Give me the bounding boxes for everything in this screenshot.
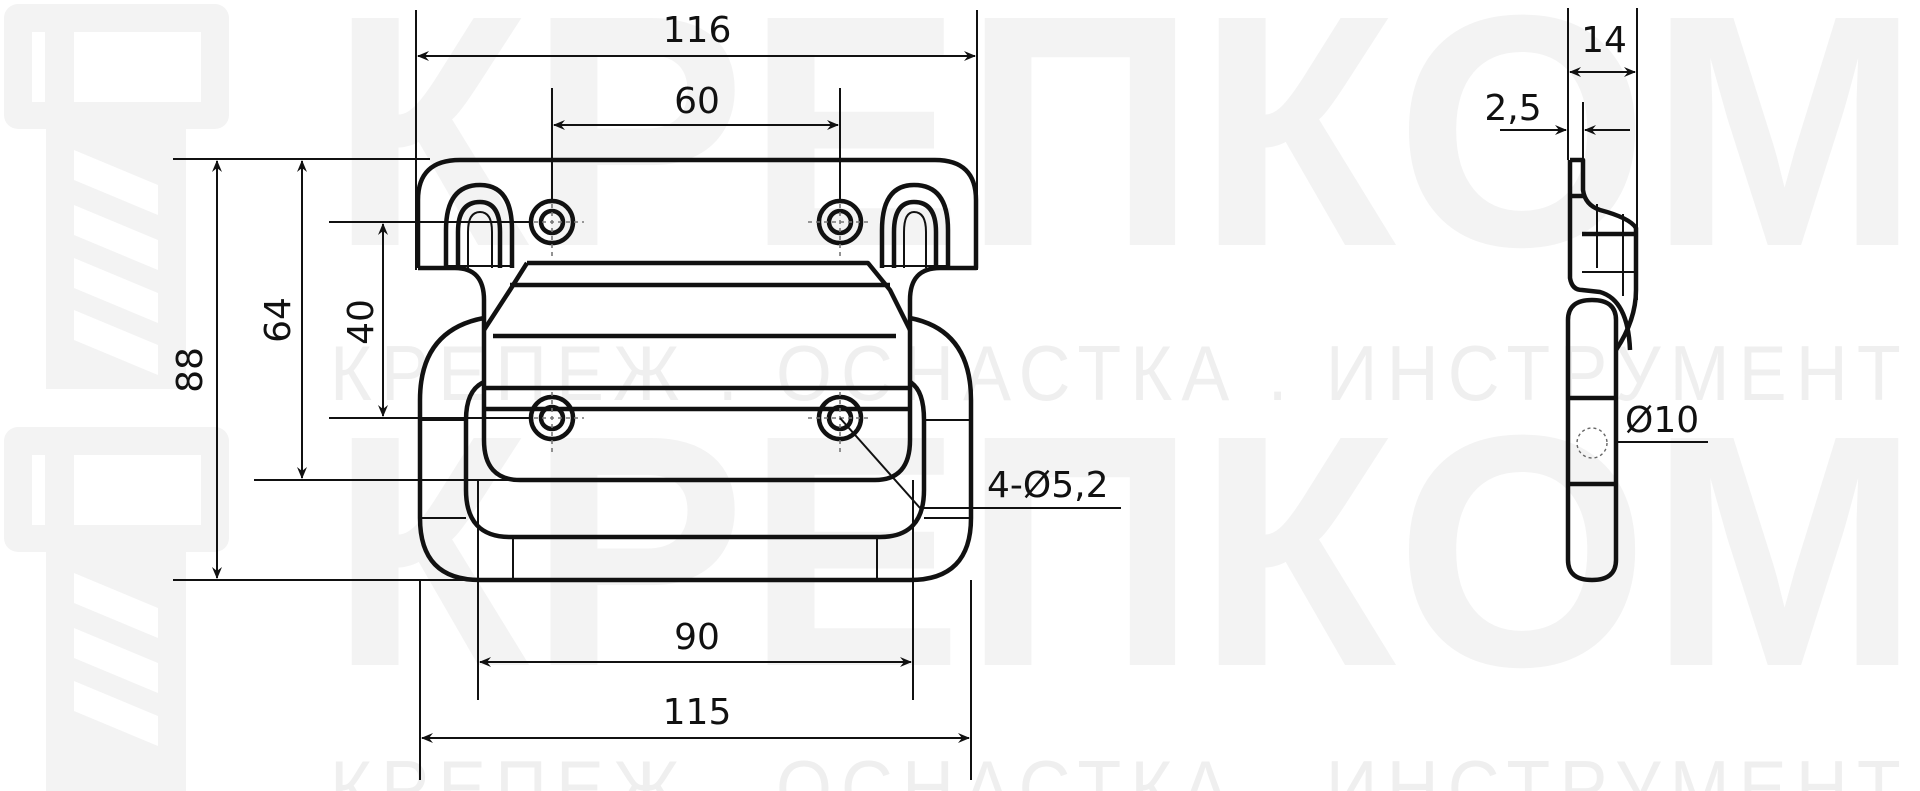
handle-profile	[1565, 297, 1619, 583]
front-view	[415, 157, 979, 583]
dim-60: 60	[674, 81, 720, 122]
watermark-brand: КРЕПКОМ	[330, 366, 1920, 735]
bolt-logo-icon	[4, 427, 229, 791]
dim-14: 14	[1581, 20, 1627, 61]
dim-90: 90	[674, 617, 720, 658]
dim-88: 88	[170, 347, 211, 393]
watermark-brand: КРЕПКОМ	[330, 0, 1920, 315]
side-view	[1565, 157, 1639, 583]
dim-40: 40	[341, 299, 382, 345]
holes-callout: 4-Ø5,2	[987, 465, 1108, 506]
watermark-tagline: КРЕПЕЖ . ОСНАСТКА . ИНСТРУМЕНТ	[330, 329, 1910, 417]
mounting-hole	[808, 392, 872, 452]
watermark-tagline: КРЕПЕЖ . ОСНАСТКА . ИНСТРУМЕНТ	[330, 744, 1910, 791]
side-dimensions: 14 2,5 Ø10	[1484, 8, 1708, 443]
mounting-hole	[526, 196, 584, 256]
front-dimensions: 116 60 88 64 40 90 115 4-Ø5,2	[170, 10, 1121, 780]
handle	[417, 315, 974, 583]
mounting-hole	[526, 392, 584, 452]
bolt-logo-icon	[4, 4, 229, 389]
mounting-plate	[415, 157, 979, 330]
dim-2-5: 2,5	[1484, 88, 1541, 129]
watermark: КРЕПКОМ КРЕПКОМ КРЕПЕЖ . ОСНАСТКА . ИНСТ…	[4, 0, 1920, 791]
dim-64: 64	[258, 297, 299, 343]
dim-115: 115	[663, 692, 732, 733]
dim-diameter-10: Ø10	[1625, 400, 1699, 441]
mounting-hole	[808, 196, 872, 256]
dim-116: 116	[663, 10, 732, 51]
